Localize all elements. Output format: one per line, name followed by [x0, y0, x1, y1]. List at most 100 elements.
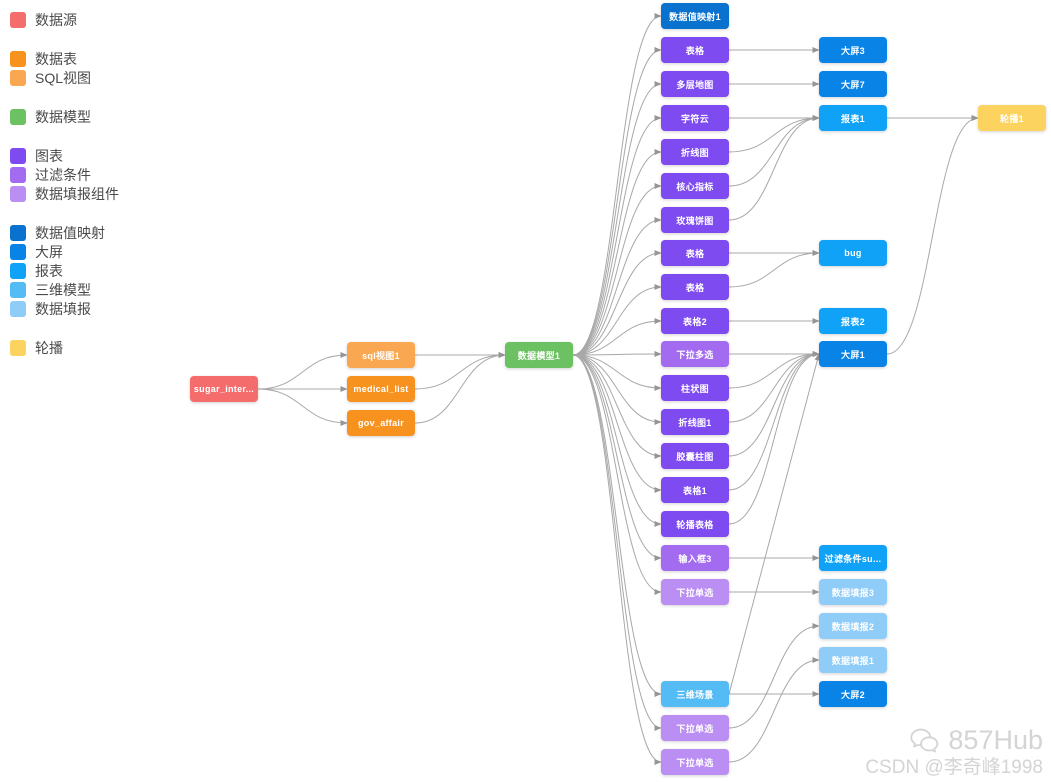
edge-n11-n29: [728, 115, 820, 187]
graph-node-report[interactable]: bug: [819, 240, 887, 266]
legend-swatch-filter: [10, 166, 26, 183]
edge-n20-n32: [728, 351, 820, 491]
edge-n10-n29: [728, 115, 820, 153]
legend-group: 数据表 SQL视图: [10, 49, 119, 87]
edge-n14-n30: [728, 250, 820, 288]
graph-node-label: 数据填报2: [831, 621, 875, 632]
legend-swatch-model3d: [10, 281, 26, 298]
graph-node-label: 玫瑰饼图: [676, 215, 714, 226]
graph-node-filter[interactable]: 下拉多选: [661, 341, 729, 367]
graph-node-datafill[interactable]: 数据填报2: [819, 613, 887, 639]
graph-node-chart[interactable]: 轮播表格: [661, 511, 729, 537]
graph-node-fillcomp[interactable]: 下拉单选: [661, 579, 729, 605]
legend-swatch-fillcomp: [10, 185, 26, 202]
edge-n5-n18: [572, 354, 662, 425]
graph-node-datasource[interactable]: sugar_inter...: [190, 376, 258, 402]
graph-node-chart[interactable]: 表格1: [661, 477, 729, 503]
graph-node-label: 核心指标: [676, 181, 714, 192]
legend-group: 数据源: [10, 10, 119, 29]
graph-node-dashboard[interactable]: 大屏2: [819, 681, 887, 707]
legend-swatch-datafill: [10, 300, 26, 317]
graph-node-dashboard[interactable]: 大屏3: [819, 37, 887, 63]
edge-n1-n4: [257, 388, 348, 426]
graph-node-label: sql视图1: [362, 350, 400, 361]
edge-n5-n23: [572, 354, 662, 595]
legend-group: 图表过滤条件数据填报组件: [10, 146, 119, 203]
graph-node-label: 下拉单选: [676, 757, 714, 768]
graph-node-datafill[interactable]: 数据填报3: [819, 579, 887, 605]
legend-swatch-report: [10, 262, 26, 279]
graph-node-chart[interactable]: 多层地图: [661, 71, 729, 97]
edge-n12-n29: [728, 115, 820, 221]
graph-node-dashboard[interactable]: 大屏7: [819, 71, 887, 97]
graph-node-label: 下拉单选: [676, 723, 714, 734]
graph-node-carousel[interactable]: 轮播1: [978, 105, 1046, 131]
watermark-brand: 857Hub: [948, 725, 1043, 755]
graph-node-chart[interactable]: 表格: [661, 274, 729, 300]
graph-node-label: 下拉多选: [676, 349, 714, 360]
legend-item-datafill: 数据填报: [10, 299, 119, 318]
legend-item-report: 报表: [10, 261, 119, 280]
edge-n5-n9: [572, 115, 662, 356]
graph-node-model3d[interactable]: 三维场景: [661, 681, 729, 707]
edge-n26-n36: [728, 657, 820, 763]
legend-item-carousel: 轮播: [10, 338, 119, 357]
graph-node-chart[interactable]: 柱状图: [661, 375, 729, 401]
graph-node-label: 胶囊柱图: [676, 451, 714, 462]
legend-label: 数据填报: [35, 300, 91, 317]
edge-n5-n7: [572, 47, 662, 356]
graph-node-sqlview[interactable]: sql视图1: [347, 342, 415, 368]
graph-node-chart[interactable]: 核心指标: [661, 173, 729, 199]
graph-node-fillcomp[interactable]: 下拉单选: [661, 749, 729, 775]
graph-node-label: 折线图: [681, 147, 709, 158]
graph-node-fillcomp[interactable]: 下拉单选: [661, 715, 729, 741]
graph-node-label: 字符云: [681, 113, 709, 124]
legend-swatch-table: [10, 50, 26, 67]
graph-node-chart[interactable]: 表格: [661, 240, 729, 266]
legend-label: 数据表: [35, 50, 77, 67]
graph-node-chart[interactable]: 表格: [661, 37, 729, 63]
legend-item-datasource: 数据源: [10, 10, 119, 29]
graph-node-filter[interactable]: 输入框3: [661, 545, 729, 571]
graph-node-label: 数据模型1: [517, 350, 561, 361]
graph-node-label: 表格: [685, 282, 705, 293]
watermark-brand-row: 857Hub: [865, 725, 1043, 756]
graph-node-table[interactable]: gov_affair: [347, 410, 415, 436]
legend-swatch-valuemap: [10, 224, 26, 241]
legend-swatch-datasource: [10, 11, 26, 28]
graph-node-label: medical_list: [353, 384, 409, 394]
graph-node-chart[interactable]: 胶囊柱图: [661, 443, 729, 469]
graph-node-report[interactable]: 报表2: [819, 308, 887, 334]
legend-label: 数据模型: [35, 108, 91, 125]
graph-node-model[interactable]: 数据模型1: [505, 342, 573, 368]
graph-node-datafill[interactable]: 数据填报1: [819, 647, 887, 673]
legend-label: 报表: [35, 262, 63, 279]
legend-label: SQL视图: [35, 69, 92, 86]
legend-group: 数据值映射大屏报表三维模型数据填报: [10, 223, 119, 318]
graph-node-valuemap[interactable]: 数据值映射1: [661, 3, 729, 29]
graph-node-chart[interactable]: 字符云: [661, 105, 729, 131]
graph-node-report[interactable]: 报表1: [819, 105, 887, 131]
graph-node-table[interactable]: medical_list: [347, 376, 415, 402]
graph-node-chart[interactable]: 表格2: [661, 308, 729, 334]
legend-item-filter: 过滤条件: [10, 165, 119, 184]
graph-node-chart[interactable]: 折线图: [661, 139, 729, 165]
edge-n5-n20: [572, 354, 662, 493]
legend-label: 三维模型: [35, 281, 91, 298]
graph-node-chart[interactable]: 折线图1: [661, 409, 729, 435]
edge-n17-n32: [728, 351, 820, 389]
graph-node-dashboard[interactable]: 大屏1: [819, 341, 887, 367]
legend-label: 数据源: [35, 11, 77, 28]
edge-n21-n32: [728, 351, 820, 525]
edge-n5-n19: [572, 354, 662, 459]
graph-node-chart[interactable]: 玫瑰饼图: [661, 207, 729, 233]
edge-n5-n17: [572, 354, 662, 391]
legend-label: 数据填报组件: [35, 185, 119, 202]
legend-swatch-chart: [10, 147, 26, 164]
legend-item-fillcomp: 数据填报组件: [10, 184, 119, 203]
graph-node-label: 输入框3: [678, 553, 712, 564]
legend-item-table: 数据表: [10, 49, 119, 68]
edge-n3-n5: [414, 352, 506, 390]
graph-node-report[interactable]: 过滤条件su...: [819, 545, 887, 571]
